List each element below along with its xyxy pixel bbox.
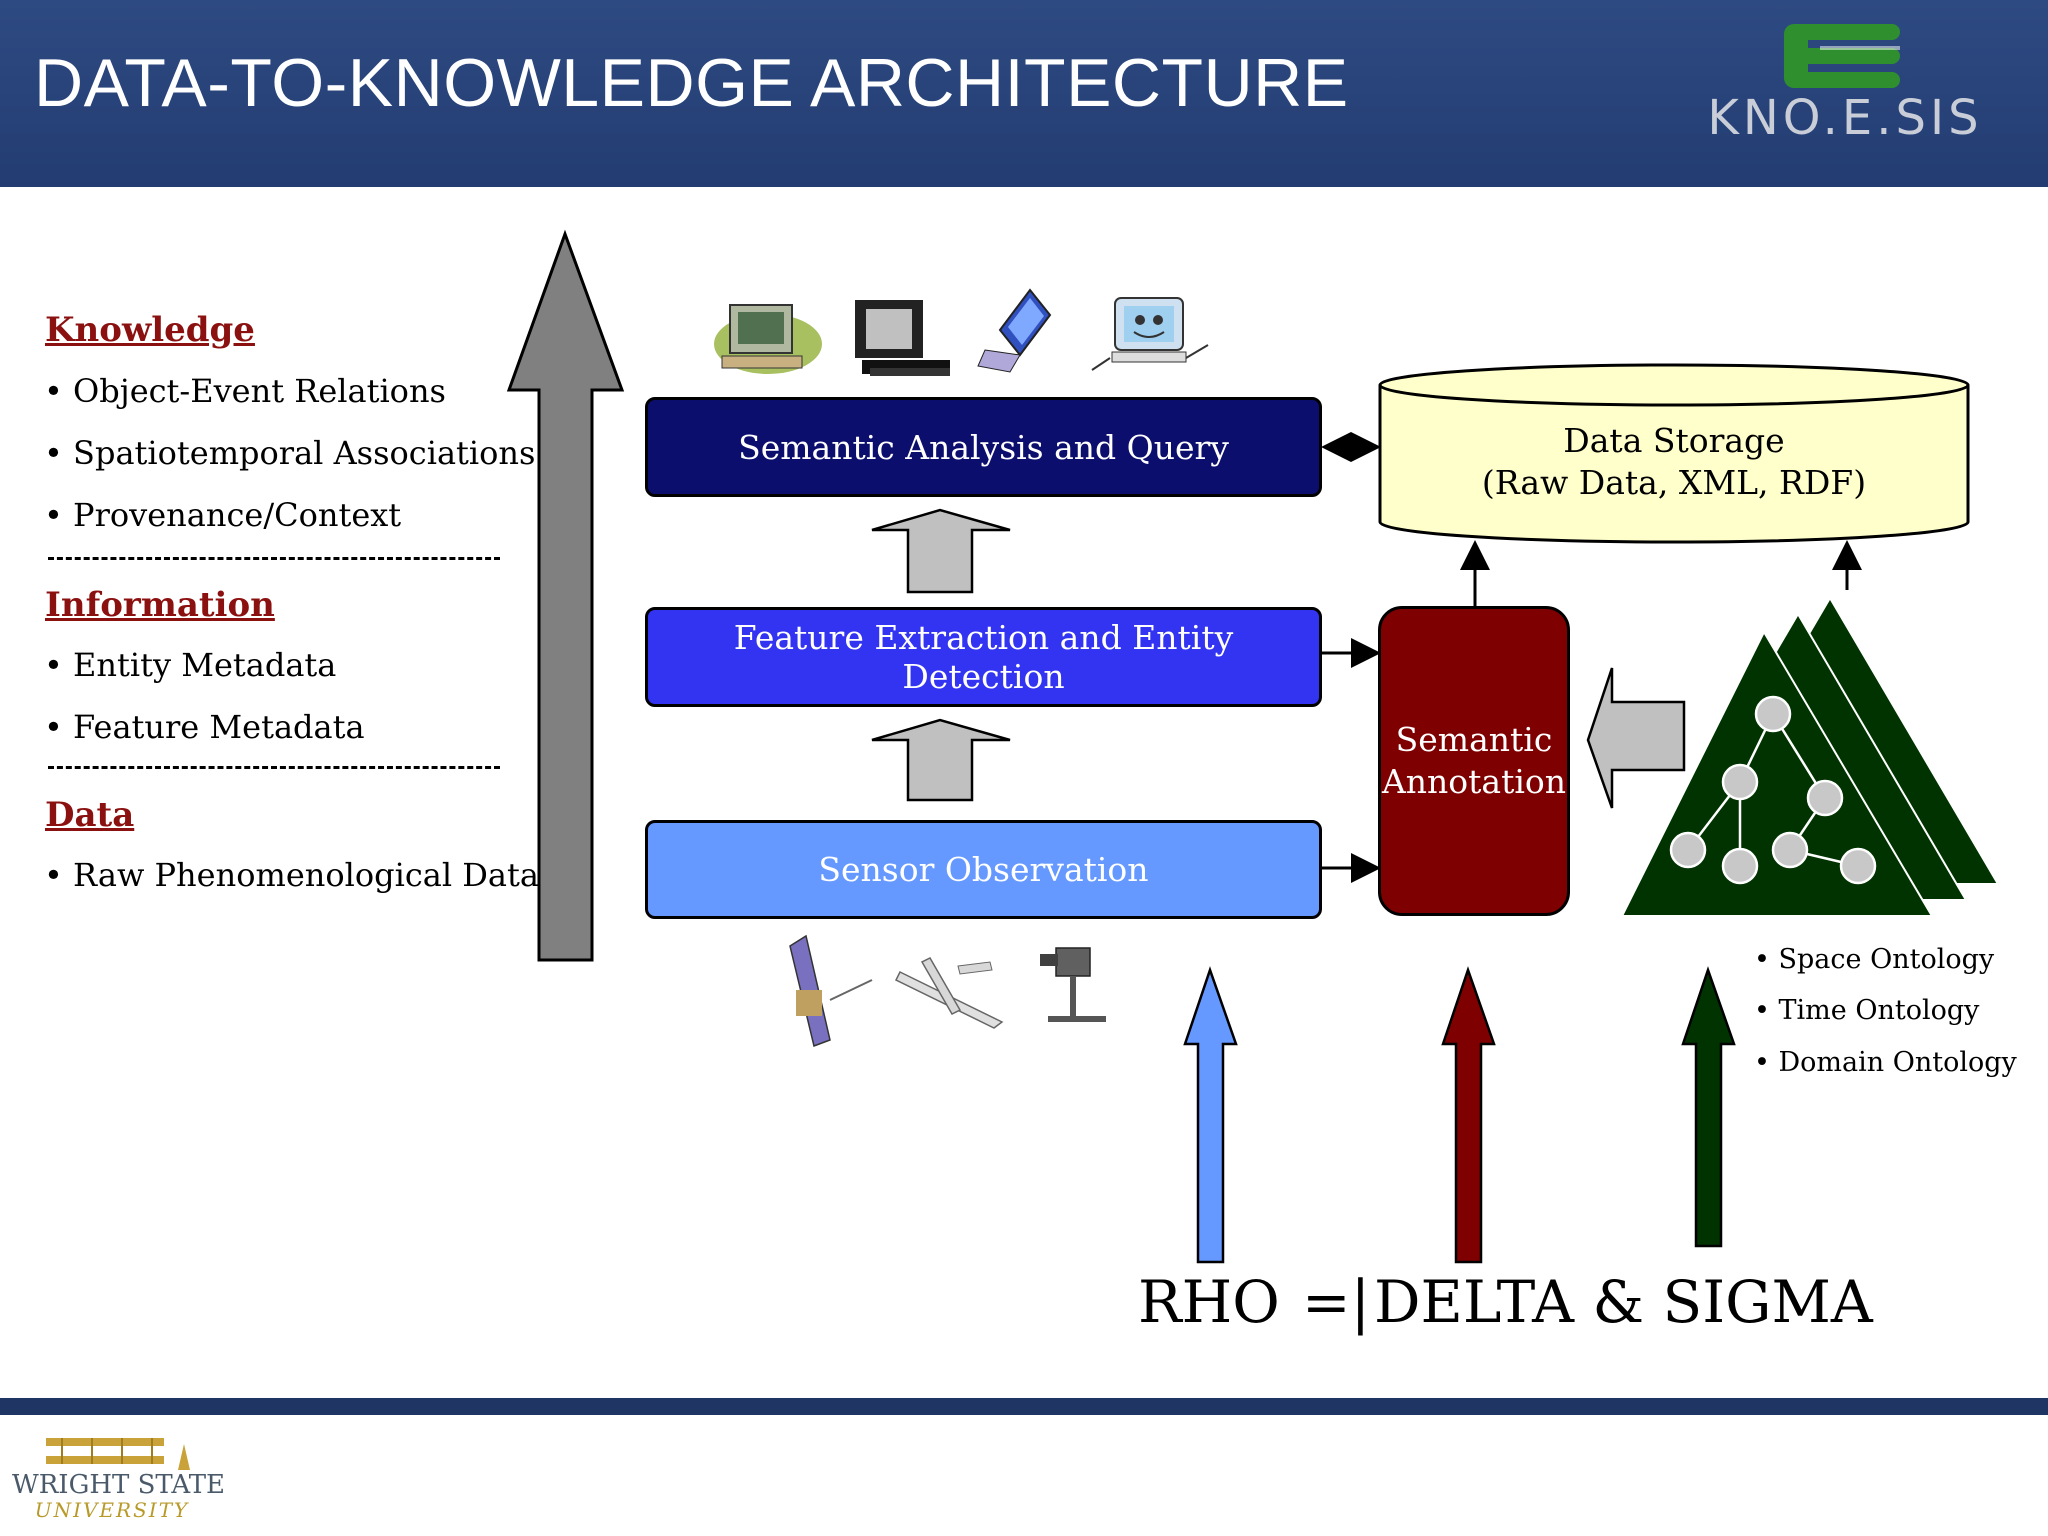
bullet-provenance: • Provenance/Context [44,496,402,534]
bullet-entity-metadata: • Entity Metadata [44,646,337,684]
equation-turnstile: =| [1302,1268,1371,1336]
up-arrow-2 [871,718,1011,802]
up-arrow-1 [871,508,1011,594]
ontology-triangles [1620,596,2000,917]
ontology-item-space: • Space Ontology [1754,944,1995,975]
bullet-feature-metadata: • Feature Metadata [44,708,365,746]
knoesis-logo: KNO.E.SIS [1680,18,2010,158]
ontology-annotation-arrow [1586,667,1686,809]
semantic-annotation-label-2: Annotation [1381,762,1567,801]
header-band: DATA-TO-KNOWLEDGE ARCHITECTURE KNO.E.SIS [0,0,2048,187]
layer-title-knowledge: Knowledge [45,310,255,350]
sigma-arrow [1681,966,1736,1248]
data-storage-cylinder [1378,363,1970,544]
data-storage-formats: (Raw Data, XML, RDF) [1481,463,1867,502]
semantic-annotation-box: Semantic Annotation [1378,606,1570,916]
satellite-icon [789,934,873,1048]
equation-delta-sigma: DELTA & SIGMA [1374,1268,1873,1336]
footer-bar [0,1398,2048,1415]
feature-extraction-box: Feature Extraction and Entity Detection [645,607,1322,707]
bullet-object-event: • Object-Event Relations [44,372,446,410]
layer-title-information: Information [45,585,275,625]
delta-arrow [1441,966,1496,1264]
ontology-item-time: • Time Ontology [1754,995,1980,1026]
bullet-raw-data: • Raw Phenomenological Data [44,856,539,894]
semantic-analysis-box: Semantic Analysis and Query [645,397,1322,497]
logo-e-icon [1784,24,1900,88]
laptop-icon [977,288,1052,373]
camera-sensor-icon [1040,947,1106,1022]
divider-dashed [48,766,500,769]
data-storage-title: Data Storage [1563,421,1785,460]
logo-text: KNO.E.SIS [1707,90,1983,146]
layer-title-data: Data [45,795,135,835]
divider-dashed [48,557,500,560]
ontology-item-domain: • Domain Ontology [1754,1047,2017,1078]
cartoon-computer-icon [1091,297,1209,371]
semantic-annotation-label-1: Semantic [1395,720,1553,759]
sensor-observation-box: Sensor Observation [645,820,1322,919]
wright-state-logo: WRIGHT STATE UNIVERSITY [12,1430,226,1530]
page-title: DATA-TO-KNOWLEDGE ARCHITECTURE [34,45,1349,121]
rho-arrow [1183,966,1238,1264]
wright-flyer-icon [46,1438,190,1470]
university-name: WRIGHT STATE [12,1470,226,1500]
equation-rho: RHO [1138,1268,1280,1336]
abstraction-arrow [506,229,625,962]
monitor-icon [855,300,950,376]
uav-aircraft-icon [894,957,1004,1029]
computer-icon [714,304,822,374]
bullet-spatiotemporal: • Spatiotemporal Associations [44,434,536,472]
university-subtitle: UNIVERSITY [34,1498,190,1522]
data-storage-label: Data Storage (Raw Data, XML, RDF) [1380,420,1968,504]
